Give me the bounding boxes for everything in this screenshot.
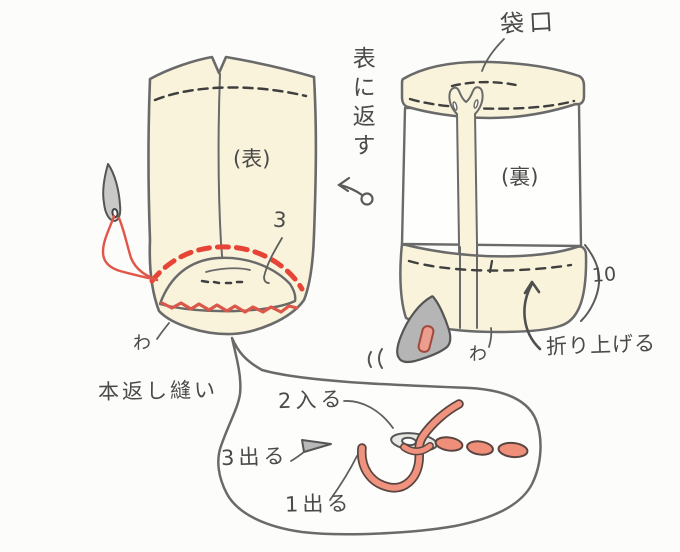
- bag-opening-rim: [400, 60, 586, 120]
- one-out-pointer: [329, 455, 358, 501]
- front-side-label: (表): [233, 147, 271, 171]
- bubble-outline: [217, 336, 542, 536]
- iron-motion-marks: [367, 348, 383, 369]
- measurement-bracket: [580, 244, 601, 322]
- fold-mark-label-right: わ: [469, 344, 487, 365]
- rim-front-stitching: [408, 97, 576, 110]
- stitch-method-label: 本返し縫い: [97, 377, 219, 405]
- flap-fold-line: [205, 267, 251, 273]
- turn-arrow-head: [337, 176, 351, 193]
- stitch-detail-bubble: [217, 336, 542, 536]
- bag-opening-label: 袋口: [499, 7, 559, 39]
- thread-strand-a: [101, 214, 159, 282]
- backstitch-seam-line: [149, 244, 305, 292]
- iron-icon-handle: [417, 325, 435, 353]
- right-piece-body: [400, 102, 583, 248]
- fold-pointer-left: [156, 322, 170, 340]
- fold-depth-label: 10: [591, 263, 617, 287]
- turn-instruction-label: 表に返す: [348, 46, 375, 162]
- turn-arrow-shaft: [338, 183, 364, 197]
- whipstitch-zigzag: [160, 301, 299, 314]
- rim-top-stitching: [450, 80, 518, 88]
- hem-stitch-tick: [488, 259, 494, 274]
- strip-slit-left: [452, 101, 458, 111]
- bag-opening-pointer: [481, 38, 505, 72]
- seam-width-label: 3: [272, 207, 288, 233]
- seam-allowance-strip-lower: [459, 246, 478, 329]
- left-fabric-piece: [101, 55, 318, 340]
- step-2-in-label: 2入る: [277, 386, 346, 414]
- back-side-label: (裏): [501, 165, 539, 189]
- detail-thread: [358, 401, 462, 491]
- stitch-dash-1: [434, 436, 464, 452]
- turn-arrow-curl: [360, 192, 374, 206]
- detail-thread-hook: [401, 443, 433, 454]
- step-1-out-label: 1出る: [284, 491, 353, 517]
- strip-slit-right: [473, 99, 479, 109]
- fold-up-label: 折り上げる: [545, 331, 657, 359]
- two-in-pointer: [343, 400, 394, 429]
- fold-mark-label-left: わ: [133, 333, 151, 354]
- seam-width-pointer: [263, 237, 283, 284]
- fold-up-arrow-head: [523, 280, 541, 295]
- thread-strand-b: [117, 216, 159, 282]
- hem-stitching-line: [407, 259, 573, 272]
- step-3-out-label: 3出る: [220, 443, 289, 471]
- fold-up-arrow: [523, 282, 542, 351]
- stitch-dash-2: [466, 440, 494, 456]
- fold-pointer-right: [488, 327, 493, 348]
- left-piece-top-stitching: [153, 86, 308, 102]
- right-fabric-piece: [367, 38, 601, 369]
- turn-arrow: [337, 176, 374, 206]
- stitch-dash-3: [497, 441, 529, 459]
- hand-needle: [102, 163, 122, 222]
- flap-stitch-dashes: [200, 279, 244, 285]
- folded-hem-band: [399, 242, 588, 334]
- fabric-edge-wedge: [301, 439, 332, 453]
